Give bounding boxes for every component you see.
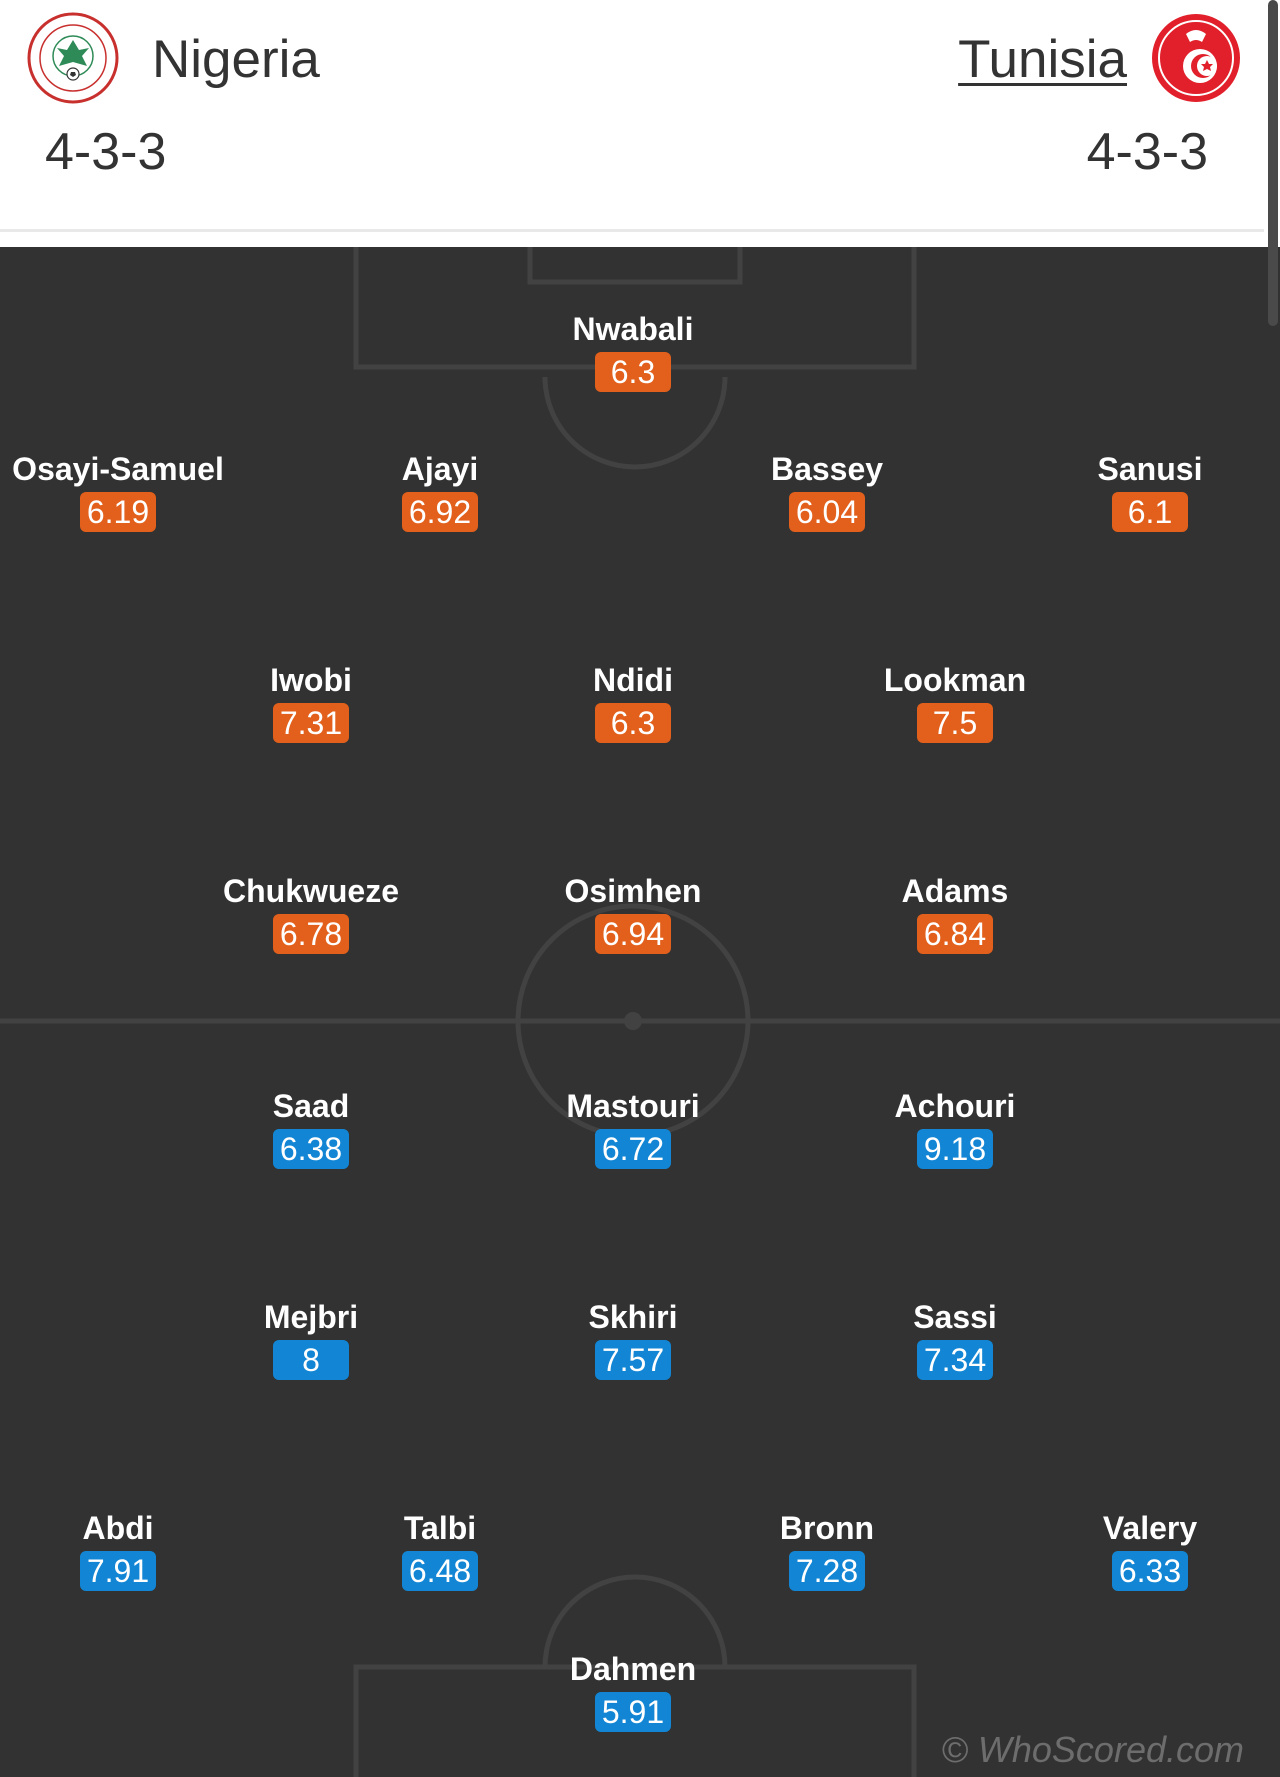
away-player[interactable]: Abdi 7.91 (0, 1509, 248, 1591)
player-rating-badge: 7.57 (595, 1340, 671, 1380)
home-player[interactable]: Nwabali 6.3 (503, 310, 763, 392)
player-name[interactable]: Sassi (913, 1299, 997, 1335)
scrollbar[interactable] (1264, 0, 1280, 1777)
scrollbar-thumb[interactable] (1268, 0, 1278, 326)
away-player[interactable]: Mejbri 8 (181, 1298, 441, 1380)
away-player[interactable]: Sassi 7.34 (825, 1298, 1085, 1380)
player-rating-badge: 7.31 (273, 703, 349, 743)
home-player[interactable]: Chukwueze 6.78 (181, 872, 441, 954)
player-name[interactable]: Osayi-Samuel (12, 451, 224, 487)
player-rating-badge: 7.91 (80, 1551, 156, 1591)
away-player[interactable]: Saad 6.38 (181, 1087, 441, 1169)
home-player[interactable]: Osimhen 6.94 (503, 872, 763, 954)
away-player[interactable]: Skhiri 7.57 (503, 1298, 763, 1380)
player-rating-badge: 7.34 (917, 1340, 993, 1380)
player-name[interactable]: Adams (901, 873, 1009, 909)
away-player[interactable]: Achouri 9.18 (825, 1087, 1085, 1169)
player-name[interactable]: Chukwueze (222, 873, 400, 909)
player-name[interactable]: Nwabali (572, 311, 694, 347)
player-rating-badge: 6.84 (917, 914, 993, 954)
player-name[interactable]: Bassey (770, 451, 884, 487)
nigeria-crest-icon[interactable] (27, 12, 119, 104)
player-rating-badge: 6.19 (80, 492, 156, 532)
player-rating-badge: 6.1 (1112, 492, 1188, 532)
away-formation: 4-3-3 (1086, 123, 1208, 181)
tunisia-crest-icon[interactable] (1150, 12, 1242, 104)
player-name[interactable]: Skhiri (588, 1299, 678, 1335)
pitch-markings (0, 247, 1280, 1777)
away-team-name[interactable]: Tunisia (958, 30, 1127, 89)
home-player[interactable]: Adams 6.84 (825, 872, 1085, 954)
home-player[interactable]: Sanusi 6.1 (1020, 450, 1280, 532)
player-name[interactable]: Iwobi (270, 662, 352, 698)
player-rating-badge: 6.72 (595, 1129, 671, 1169)
away-player[interactable]: Bronn 7.28 (697, 1509, 957, 1591)
lineup-header: Nigeria 4-3-3 Tunisia 4-3-3 (0, 0, 1264, 232)
header-divider (0, 229, 1264, 232)
player-name[interactable]: Sanusi (1097, 451, 1203, 487)
home-formation: 4-3-3 (45, 123, 167, 181)
player-rating-badge: 6.04 (789, 492, 865, 532)
player-name[interactable]: Dahmen (569, 1651, 697, 1687)
whoscored-watermark: © WhoScored.com (941, 1729, 1244, 1770)
player-name[interactable]: Lookman (883, 662, 1027, 698)
player-name[interactable]: Mastouri (566, 1088, 700, 1124)
home-player[interactable]: Iwobi 7.31 (181, 661, 441, 743)
home-player[interactable]: Ajayi 6.92 (310, 450, 570, 532)
player-rating-badge: 7.28 (789, 1551, 865, 1591)
player-name[interactable]: Saad (272, 1088, 350, 1124)
player-rating-badge: 9.18 (917, 1129, 993, 1169)
player-rating-badge: 6.78 (273, 914, 349, 954)
player-rating-badge: 6.33 (1112, 1551, 1188, 1591)
player-name[interactable]: Talbi (403, 1510, 477, 1546)
player-name[interactable]: Abdi (82, 1510, 154, 1546)
player-rating-badge: 6.38 (273, 1129, 349, 1169)
player-name[interactable]: Ndidi (593, 662, 673, 698)
home-player[interactable]: Bassey 6.04 (697, 450, 957, 532)
player-rating-badge: 6.94 (595, 914, 671, 954)
player-name[interactable]: Valery (1102, 1510, 1198, 1546)
away-player[interactable]: Valery 6.33 (1020, 1509, 1280, 1591)
player-rating-badge: 6.3 (595, 703, 671, 743)
home-player[interactable]: Lookman 7.5 (825, 661, 1085, 743)
player-name[interactable]: Achouri (894, 1088, 1016, 1124)
player-name[interactable]: Ajayi (401, 451, 479, 487)
player-rating-badge: 5.91 (595, 1692, 671, 1732)
away-player[interactable]: Dahmen 5.91 (503, 1650, 763, 1732)
player-rating-badge: 7.5 (917, 703, 993, 743)
away-player[interactable]: Mastouri 6.72 (503, 1087, 763, 1169)
away-player[interactable]: Talbi 6.48 (310, 1509, 570, 1591)
player-rating-badge: 6.92 (402, 492, 478, 532)
player-name[interactable]: Mejbri (263, 1299, 359, 1335)
home-team-name[interactable]: Nigeria (152, 30, 320, 89)
home-player[interactable]: Ndidi 6.3 (503, 661, 763, 743)
player-rating-badge: 8 (273, 1340, 349, 1380)
player-rating-badge: 6.3 (595, 352, 671, 392)
player-name[interactable]: Bronn (779, 1510, 875, 1546)
home-player[interactable]: Osayi-Samuel 6.19 (0, 450, 248, 532)
player-name[interactable]: Osimhen (564, 873, 702, 909)
player-rating-badge: 6.48 (402, 1551, 478, 1591)
